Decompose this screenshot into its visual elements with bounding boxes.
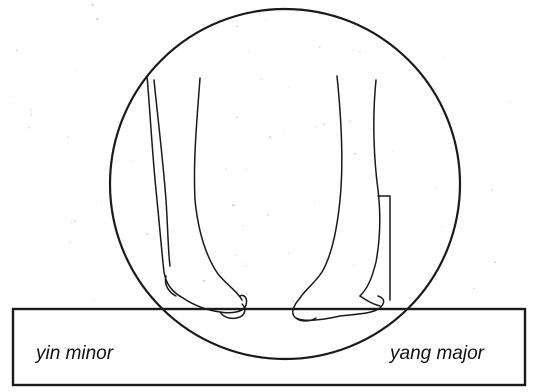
speckle [297, 11, 298, 12]
speckle [264, 172, 265, 173]
speckle [45, 268, 46, 269]
speckle [16, 50, 18, 52]
speckle [494, 261, 496, 263]
speckle [38, 110, 39, 111]
speckle [338, 115, 339, 116]
speckle [429, 127, 430, 128]
speckle [245, 169, 247, 171]
paper-speckles [3, 4, 514, 302]
speckle [332, 33, 333, 34]
right-leg [293, 76, 390, 321]
speckle [96, 18, 98, 20]
speckle [269, 136, 271, 138]
speckle [354, 264, 355, 265]
speckle [69, 241, 71, 243]
speckle [101, 201, 102, 202]
speckle [435, 188, 436, 189]
speckle [3, 150, 4, 151]
left-leg [147, 76, 247, 318]
speckle [288, 87, 289, 88]
left-leg-inner-line [194, 78, 242, 300]
speckle [423, 45, 424, 46]
speckle [146, 233, 148, 235]
speckle [293, 103, 294, 104]
speckle [323, 124, 325, 126]
speckle [267, 214, 269, 216]
speckle [236, 255, 237, 256]
speckle [236, 117, 237, 118]
speckle [132, 160, 133, 161]
speckle [491, 189, 493, 191]
speckle [354, 153, 356, 155]
speckle [441, 226, 442, 227]
enclosing-circle [110, 9, 460, 359]
speckle [30, 109, 31, 110]
speckle [257, 128, 258, 129]
speckle [150, 179, 151, 180]
right-heel [360, 296, 380, 306]
speckle [249, 50, 250, 51]
speckle [327, 119, 328, 120]
speckle [288, 252, 290, 254]
speckle [352, 49, 354, 51]
speckle [243, 225, 244, 226]
speckle [71, 222, 73, 224]
speckle [319, 46, 321, 48]
speckle [242, 263, 243, 264]
right-leg-outer-line [360, 80, 380, 296]
speckle [13, 96, 14, 97]
speckle [93, 15, 94, 16]
left-leg-back-line [154, 80, 170, 266]
speckle [512, 158, 513, 159]
speckle [232, 204, 234, 206]
speckle [510, 101, 511, 102]
speckle [292, 300, 293, 301]
speckle [478, 174, 479, 175]
label-yin-minor: yin minor [36, 344, 113, 363]
speckle [352, 26, 353, 27]
right-leg-inner-line [300, 76, 342, 298]
speckle [31, 114, 32, 115]
speckle [299, 174, 300, 175]
speckle [334, 29, 335, 30]
speckle [236, 26, 238, 28]
speckle [29, 127, 31, 129]
speckle [474, 107, 475, 108]
speckle [75, 71, 76, 72]
speckle [11, 77, 12, 78]
speckle [443, 57, 444, 58]
left-heel [165, 276, 176, 296]
speckle [260, 79, 261, 80]
speckle [218, 70, 219, 71]
speckle [473, 288, 474, 289]
speckle [74, 220, 75, 221]
speckle [513, 186, 514, 187]
speckle [246, 293, 248, 295]
speckle [245, 265, 246, 266]
label-yang-major: yang major [390, 344, 484, 363]
speckle [314, 202, 315, 203]
speckle [102, 95, 103, 96]
speckle [392, 151, 393, 152]
speckle [67, 136, 69, 138]
speckle [359, 51, 360, 52]
speckle [92, 4, 94, 6]
speckle [179, 12, 180, 13]
speckle [349, 121, 351, 123]
speckle [143, 74, 145, 76]
speckle [265, 19, 266, 20]
speckle [203, 280, 205, 282]
speckle [314, 136, 315, 137]
speckle [284, 130, 285, 131]
speckle [190, 109, 191, 110]
speckle [225, 168, 227, 170]
speckle [316, 127, 317, 128]
speckle [117, 121, 119, 123]
speckle [94, 299, 95, 300]
speckle [239, 156, 240, 157]
